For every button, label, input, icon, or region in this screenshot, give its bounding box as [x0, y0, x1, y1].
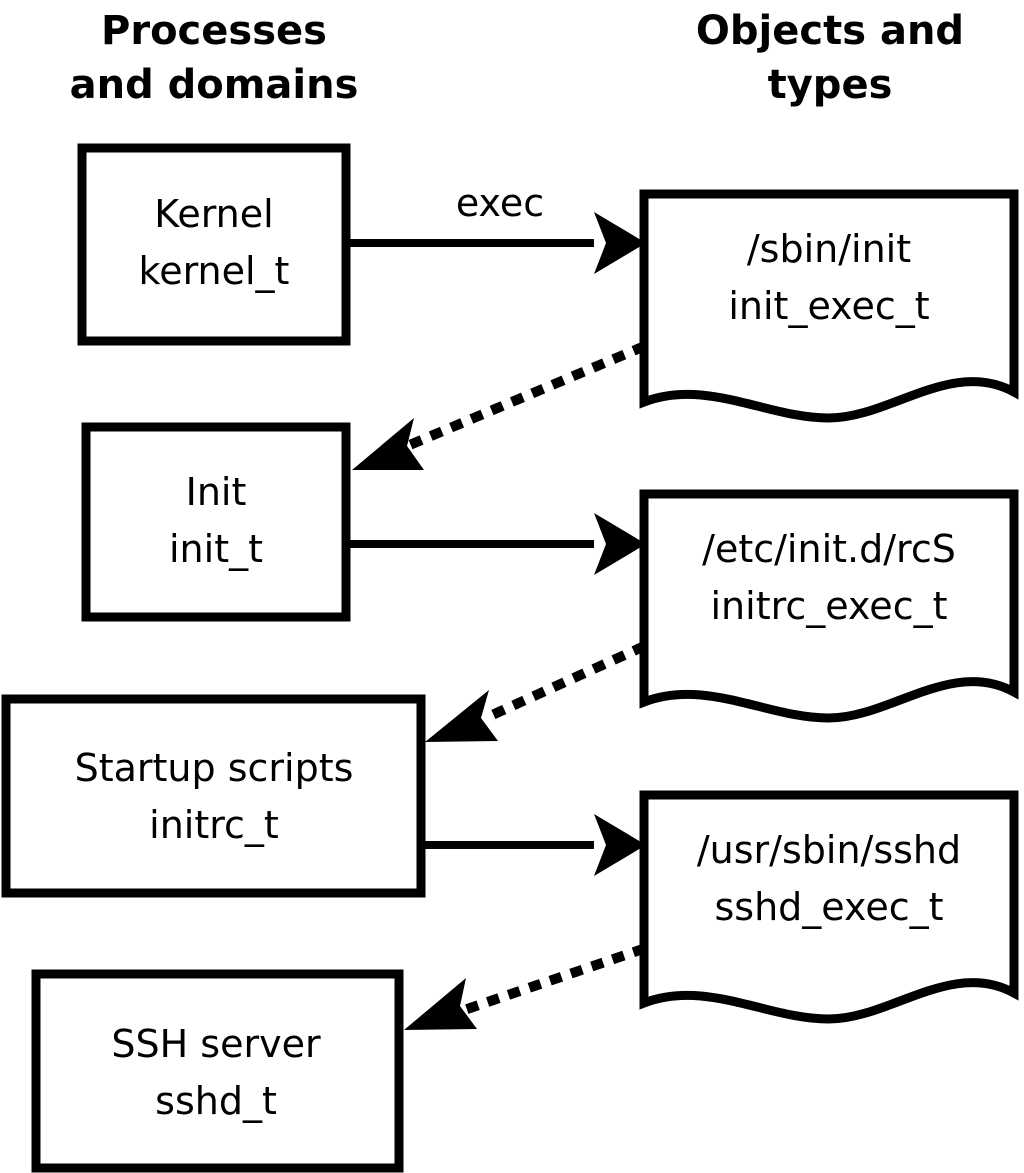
edge-sshd-exec-transition-sshd	[404, 943, 647, 1030]
arrowhead-solid	[594, 212, 646, 274]
process-box-initrc-line1: Startup scripts	[75, 746, 354, 790]
edge-line	[483, 641, 647, 723]
object-doc-initrc-exec[interactable]: /etc/init.d/rcS initrc_exec_t	[639, 489, 1019, 723]
arrowhead-solid	[594, 513, 646, 575]
box-outline	[77, 143, 351, 346]
object-doc-initrc-exec-line1: /etc/init.d/rcS	[702, 527, 956, 571]
edge-initrc-exec-sshd	[425, 814, 646, 876]
edge-label-exec: exec	[456, 181, 544, 225]
arrowhead-dotted	[404, 978, 477, 1030]
edge-line	[463, 943, 647, 1015]
column-header-left: Processes and domains	[70, 8, 359, 108]
process-box-init-line1: Init	[186, 470, 247, 514]
object-doc-initrc-exec-line2: initrc_exec_t	[711, 584, 948, 628]
header-left-line1: Processes	[101, 8, 327, 54]
edge-kernel-exec-init: exec	[350, 181, 646, 274]
object-doc-init-exec[interactable]: /sbin/init init_exec_t	[639, 189, 1019, 423]
document-outline	[639, 489, 1019, 723]
edge-init-exec-initrc	[350, 513, 646, 575]
process-box-init-line2: init_t	[169, 527, 263, 571]
document-outline	[639, 790, 1019, 1024]
process-box-init[interactable]: Init init_t	[81, 422, 351, 622]
arrowhead-solid	[594, 814, 646, 876]
header-right-line1: Objects and	[696, 8, 964, 54]
process-box-initrc-line2: initrc_t	[149, 803, 279, 847]
process-box-sshd-line2: sshd_t	[155, 1079, 277, 1123]
object-doc-init-exec-line2: init_exec_t	[728, 284, 929, 328]
object-doc-init-exec-line1: /sbin/init	[747, 227, 911, 271]
process-box-sshd-line1: SSH server	[111, 1022, 321, 1066]
process-box-sshd[interactable]: SSH server sshd_t	[31, 969, 404, 1173]
object-doc-sshd-exec-line1: /usr/sbin/sshd	[697, 828, 961, 872]
object-doc-sshd-exec-line2: sshd_exec_t	[714, 885, 943, 929]
edge-line	[405, 341, 647, 451]
process-box-kernel-line2: kernel_t	[139, 249, 290, 293]
edge-initrc-exec-transition-initrc	[425, 641, 647, 742]
box-outline	[1, 694, 426, 898]
arrowhead-dotted	[352, 418, 424, 470]
process-box-kernel-line1: Kernel	[154, 192, 273, 236]
column-header-right: Objects and types	[696, 8, 964, 108]
object-doc-sshd-exec[interactable]: /usr/sbin/sshd sshd_exec_t	[639, 790, 1019, 1024]
header-right-line2: types	[768, 62, 893, 108]
box-outline	[81, 422, 351, 622]
document-outline	[639, 189, 1019, 423]
edge-init-exec-transition-init	[352, 341, 647, 470]
header-left-line2: and domains	[70, 62, 359, 108]
process-box-kernel[interactable]: Kernel kernel_t	[77, 143, 351, 346]
arrowhead-dotted	[425, 690, 498, 742]
box-outline	[31, 969, 404, 1173]
process-box-initrc[interactable]: Startup scripts initrc_t	[1, 694, 426, 898]
